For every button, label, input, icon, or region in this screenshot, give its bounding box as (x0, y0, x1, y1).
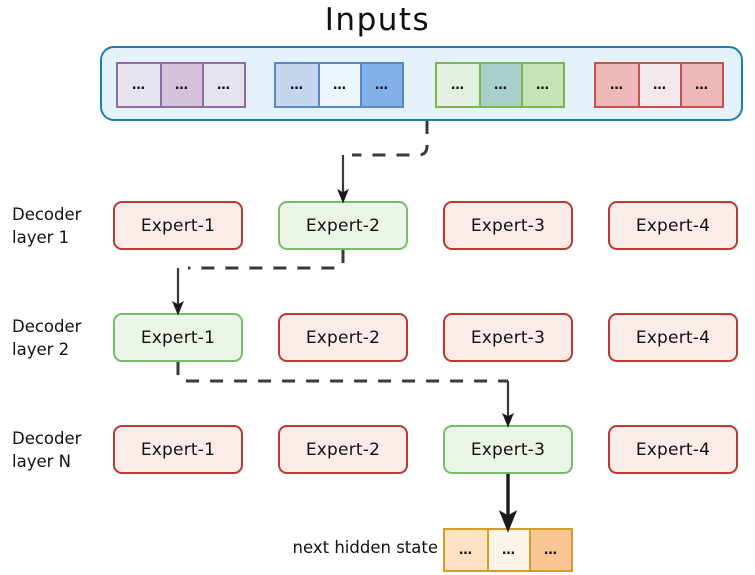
decoder-label-line2: layer 1 (12, 228, 70, 247)
page-title: Inputs (324, 2, 431, 38)
token-cell: … (276, 64, 318, 106)
token-cell: … (680, 64, 722, 106)
decoder-layer-2-label: Decoder layer 2 (12, 315, 108, 361)
hidden-state-cell: … (487, 530, 529, 570)
layer2-expert-2[interactable]: Expert-2 (278, 313, 408, 362)
token-cell: … (360, 64, 402, 106)
token-cell: … (118, 64, 160, 106)
token-cell: … (479, 64, 521, 106)
layer1-expert-4[interactable]: Expert-4 (608, 201, 738, 250)
decoder-layer-1-label: Decoder layer 1 (12, 203, 108, 249)
layer2-expert-4[interactable]: Expert-4 (608, 313, 738, 362)
token-cell: … (160, 64, 202, 106)
next-hidden-state-label: next hidden state (292, 538, 438, 557)
layerN-expert-4[interactable]: Expert-4 (608, 425, 738, 474)
decoder-layer-n-label: Decoder layer N (12, 427, 108, 473)
route-layer1-to-layer2 (188, 250, 345, 270)
token-cell: … (596, 64, 638, 106)
token-cell: … (638, 64, 680, 106)
token-group-blue: ……… (274, 62, 404, 108)
decoder-label-line1: Decoder (12, 429, 82, 448)
token-cell: … (202, 64, 244, 106)
decoder-label-line1: Decoder (12, 205, 82, 224)
decoder-label-line2: layer N (12, 452, 71, 471)
route-layer2-to-layerN (176, 362, 508, 383)
token-cell: … (437, 64, 479, 106)
decoder-label-line1: Decoder (12, 317, 82, 336)
next-hidden-state-cells: ……… (443, 528, 573, 572)
token-group-purple: ……… (116, 62, 246, 108)
layerN-expert-2[interactable]: Expert-2 (278, 425, 408, 474)
layer2-expert-1[interactable]: Expert-1 (113, 313, 243, 362)
inputs-container: ……… ……… ……… ……… (100, 46, 743, 121)
layerN-expert-1[interactable]: Expert-1 (113, 425, 243, 474)
hidden-state-cell: … (529, 530, 571, 570)
token-group-green: ……… (435, 62, 565, 108)
layer1-expert-1[interactable]: Expert-1 (113, 201, 243, 250)
token-cell: … (521, 64, 563, 106)
layerN-expert-3[interactable]: Expert-3 (443, 425, 573, 474)
layer1-expert-3[interactable]: Expert-3 (443, 201, 573, 250)
layer2-expert-3[interactable]: Expert-3 (443, 313, 573, 362)
token-group-red: ……… (594, 62, 724, 108)
token-cell: … (318, 64, 360, 106)
layer1-expert-2[interactable]: Expert-2 (278, 201, 408, 250)
hidden-state-cell: … (445, 530, 487, 570)
decoder-label-line2: layer 2 (12, 340, 70, 359)
route-inputs-to-layer1 (352, 121, 429, 157)
